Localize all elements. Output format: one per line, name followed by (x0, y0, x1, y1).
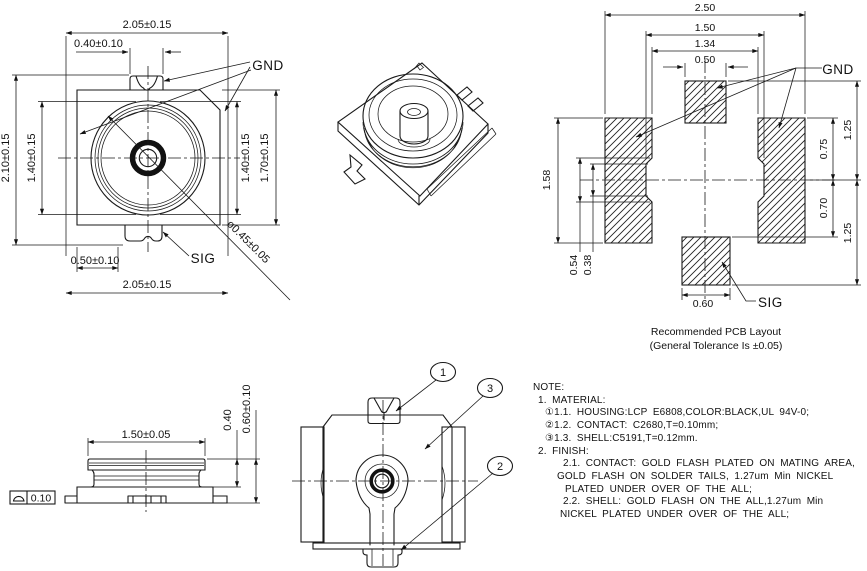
dim-pad-gap: 1.34 (695, 38, 716, 50)
dim-lower-offset: 0.70 (818, 198, 830, 219)
dim-overall-height: 2.10±0.15 (0, 134, 12, 183)
side-view: 1.50±0.05 0.40 0.60±0.10 0.10 (9, 385, 260, 512)
bottom-view: 1 3 2 (292, 361, 514, 568)
gnd-pad-right (757, 117, 806, 244)
note-line: 2.2. SHELL: GOLD FLASH ON THE ALL,1.27um… (563, 496, 824, 508)
sig-pad (681, 236, 731, 286)
dim-side-pad-height: 1.58 (541, 170, 553, 191)
sig-label-pcb: SIG (758, 295, 783, 310)
dim-body-height: 1.70±0.15 (259, 134, 271, 183)
dim-upper-half: 1.25 (842, 120, 854, 141)
dim-lower-half: 1.25 (842, 223, 854, 244)
note-line: 2.1. CONTACT: GOLD FLASH PLATED ON MATIN… (563, 458, 855, 470)
pcb-caption-line1: Recommended PCB Layout (651, 326, 781, 338)
sig-label-front: SIG (191, 251, 216, 266)
dim-notch-inner: 0.38 (582, 255, 594, 276)
pcb-caption-line2: (General Tolerance Is ±0.05) (650, 340, 783, 352)
dim-notch-outer: 0.54 (568, 255, 580, 276)
dim-sig-offset: 0.50±0.10 (71, 255, 120, 267)
note-line: ③1.3. SHELL:C5191,T=0.12mm. (545, 432, 698, 444)
note-line: ②1.2. CONTACT: C2680,T=0.10mm; (545, 420, 719, 432)
flatness-callout: 0.10 (9, 490, 56, 505)
pcb-layout-view: 2.50 1.50 1.34 0.50 GND 1.25 0.75 0.70 1… (541, 2, 861, 352)
balloon-3-shell: 3 (487, 383, 493, 395)
dim-notch-span: 1.50 (695, 22, 716, 34)
dim-width-bottom: 2.05±0.15 (123, 279, 172, 291)
flatness-tolerance-value: 0.10 (31, 493, 52, 505)
gnd-pad-left (604, 117, 653, 244)
notes-block: NOTE: 1. MATERIAL: ①1.1. HOUSING:LCP E68… (533, 382, 863, 522)
front-view: ø0.45±0.05 GND SIG 2.05±0.15 0.40±0.10 2… (0, 19, 291, 301)
dim-shell-dia-left: 1.40±0.15 (26, 134, 38, 183)
dim-cap-height: 0.40 (222, 409, 234, 430)
note-line: 2. FINISH: (538, 445, 589, 457)
note-line: ①1.1. HOUSING:LCP E6808,COLOR:BLACK,UL 9… (545, 407, 810, 419)
dim-upper-offset: 0.75 (818, 139, 830, 160)
gnd-label-pcb: GND (822, 62, 854, 77)
balloon-1-housing: 1 (440, 367, 446, 379)
balloon-2-contact: 2 (497, 461, 503, 473)
dim-width-top: 2.05±0.15 (123, 19, 172, 31)
note-title: NOTE: (533, 382, 565, 393)
dim-notch-width: 0.40±0.10 (74, 38, 123, 50)
dim-shell-dia-right: 1.40±0.15 (240, 134, 252, 183)
gnd-label-front: GND (252, 58, 284, 73)
dim-overall-width: 2.50 (695, 2, 716, 14)
note-line: 1. MATERIAL: (538, 394, 606, 406)
dim-sig-pad-width: 0.60 (693, 298, 714, 310)
note-line: GOLD FLASH ON SOLDER TAILS, 1.27um Min N… (557, 470, 834, 482)
surface-profile-icon (12, 495, 25, 502)
note-line: PLATED UNDER OVER OF THE ALL; (565, 483, 753, 495)
dim-total-height: 0.60±0.10 (241, 385, 253, 434)
dim-gnd-pad-width: 0.50 (695, 54, 716, 66)
isometric-view (337, 62, 497, 206)
dim-cap-width: 1.50±0.05 (122, 429, 171, 441)
note-line: NICKEL PLATED UNDER OVER OF THE ALL; (560, 509, 790, 521)
